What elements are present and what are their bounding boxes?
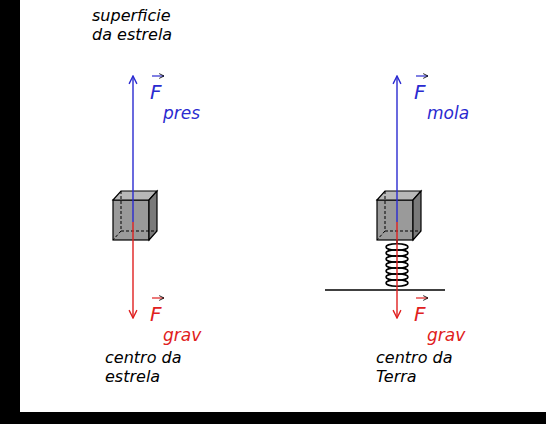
vector-sign (416, 75, 428, 76)
spring-force-arrow (396, 76, 397, 222)
force-symbol: F (414, 302, 426, 326)
vector-sign (416, 297, 428, 298)
cube (113, 191, 157, 240)
region-label: centro da estrela (105, 348, 195, 386)
ground-line (325, 289, 445, 290)
force-symbol: F (150, 80, 162, 104)
gravity-force-arrow (132, 222, 133, 318)
force-subscript: pres (163, 103, 200, 123)
gravity-force-arrow (396, 222, 397, 318)
force-subscript: mola (427, 103, 469, 123)
force-symbol: F (414, 80, 426, 104)
region-label: centro da Terra (376, 348, 466, 386)
panel (20, 0, 546, 412)
force-subscript: grav (163, 325, 201, 345)
vector-sign (152, 75, 164, 76)
force-symbol: F (150, 302, 162, 326)
region-label: superficie da estrela (92, 6, 182, 44)
pressure-force-arrow (132, 76, 133, 222)
cube (377, 191, 421, 240)
force-subscript: grav (427, 325, 465, 345)
vector-sign (152, 297, 164, 298)
